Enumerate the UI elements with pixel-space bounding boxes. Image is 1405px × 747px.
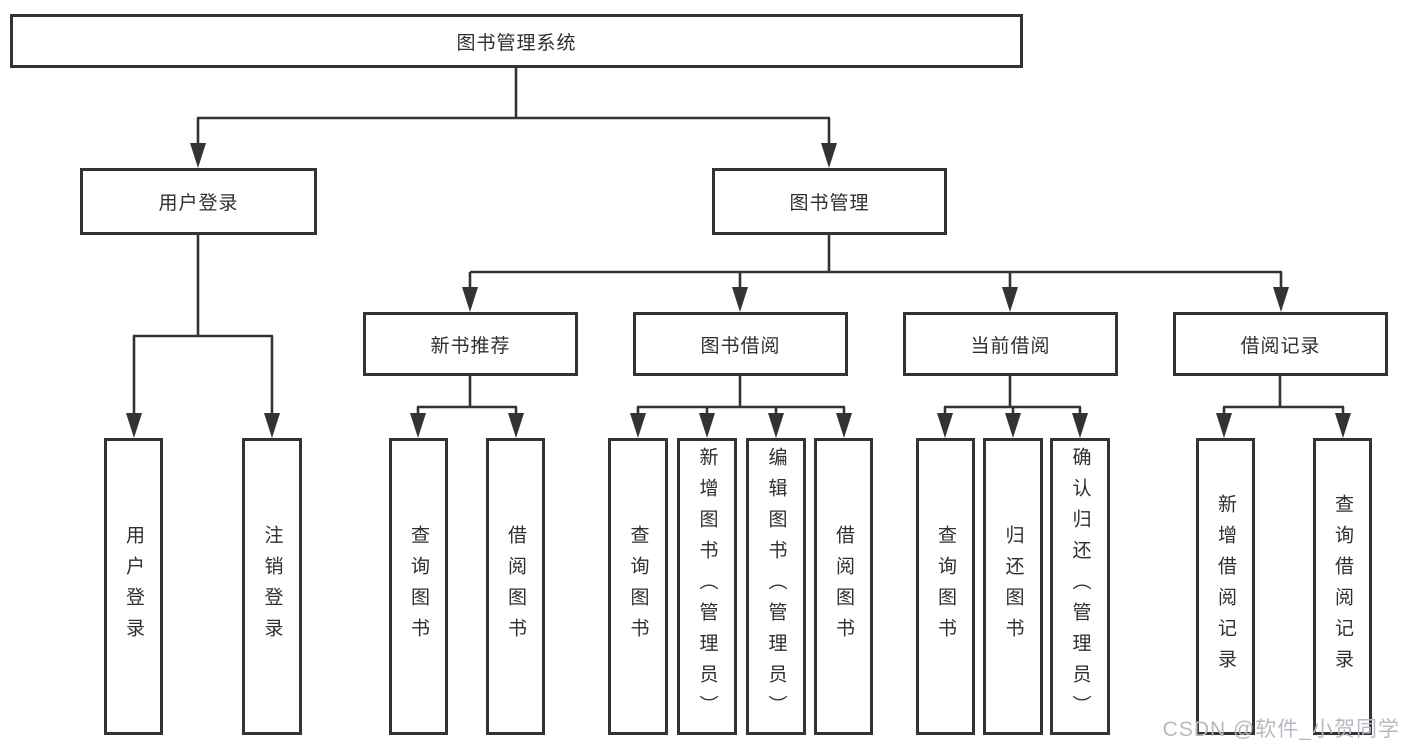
node-current-borrow-label: 当前借阅 bbox=[970, 335, 1051, 357]
leaf-borrow-books: 借阅图书 bbox=[814, 438, 873, 735]
leaf-query-books-current: 查询图书 bbox=[916, 438, 975, 735]
leaf-edit-books-admin-label: 编辑图书（管理员） bbox=[765, 447, 787, 726]
leaf-borrow-books-recommend-label: 借阅图书 bbox=[505, 524, 526, 649]
leaf-return-books-label: 归还图书 bbox=[1002, 524, 1024, 649]
leaf-confirm-return-admin: 确认归还（管理员） bbox=[1050, 438, 1110, 735]
leaf-confirm-return-admin-label: 确认归还（管理员） bbox=[1069, 447, 1091, 726]
node-book-borrow: 图书借阅 bbox=[633, 312, 848, 376]
leaf-logout-label: 注销登录 bbox=[261, 524, 283, 649]
leaf-edit-books-admin: 编辑图书（管理员） bbox=[746, 438, 806, 735]
leaf-query-books-borrow-label: 查询图书 bbox=[627, 524, 649, 649]
leaf-user-login-label: 用户登录 bbox=[123, 524, 144, 649]
leaf-query-books-recommend-label: 查询图书 bbox=[408, 524, 429, 649]
node-book-management-label: 图书管理 bbox=[789, 193, 870, 214]
leaf-borrow-books-recommend: 借阅图书 bbox=[486, 438, 545, 735]
node-root-label: 图书管理系统 bbox=[456, 32, 577, 54]
leaf-user-login: 用户登录 bbox=[104, 438, 163, 735]
leaf-add-books-admin: 新增图书（管理员） bbox=[677, 438, 737, 735]
node-user-login-label: 用户登录 bbox=[158, 193, 239, 214]
leaf-add-borrow-record-label: 新增借阅记录 bbox=[1215, 493, 1236, 680]
leaf-query-borrow-record-label: 查询借阅记录 bbox=[1332, 493, 1353, 680]
node-user-login: 用户登录 bbox=[80, 168, 317, 235]
leaf-add-borrow-record: 新增借阅记录 bbox=[1196, 438, 1255, 735]
node-borrow-records-label: 借阅记录 bbox=[1240, 335, 1321, 357]
tree-edges bbox=[132, 68, 1345, 416]
node-new-book-recommend-label: 新书推荐 bbox=[430, 335, 511, 357]
leaf-return-books: 归还图书 bbox=[983, 438, 1043, 735]
leaf-query-books-borrow: 查询图书 bbox=[608, 438, 668, 735]
leaf-add-books-admin-label: 新增图书（管理员） bbox=[696, 447, 718, 726]
leaf-borrow-books-label: 借阅图书 bbox=[833, 524, 854, 649]
node-root: 图书管理系统 bbox=[10, 14, 1023, 68]
leaf-query-books-current-label: 查询图书 bbox=[935, 524, 956, 649]
node-current-borrow: 当前借阅 bbox=[903, 312, 1118, 376]
leaf-logout: 注销登录 bbox=[242, 438, 302, 735]
leaf-query-borrow-record: 查询借阅记录 bbox=[1313, 438, 1372, 735]
arrow-heads bbox=[126, 143, 1351, 438]
node-book-management: 图书管理 bbox=[712, 168, 947, 235]
watermark-text: CSDN @软件_小贺同学 bbox=[1162, 718, 1400, 741]
leaf-query-books-recommend: 查询图书 bbox=[389, 438, 448, 735]
node-new-book-recommend: 新书推荐 bbox=[363, 312, 578, 376]
node-borrow-records: 借阅记录 bbox=[1173, 312, 1388, 376]
node-book-borrow-label: 图书借阅 bbox=[700, 335, 781, 357]
